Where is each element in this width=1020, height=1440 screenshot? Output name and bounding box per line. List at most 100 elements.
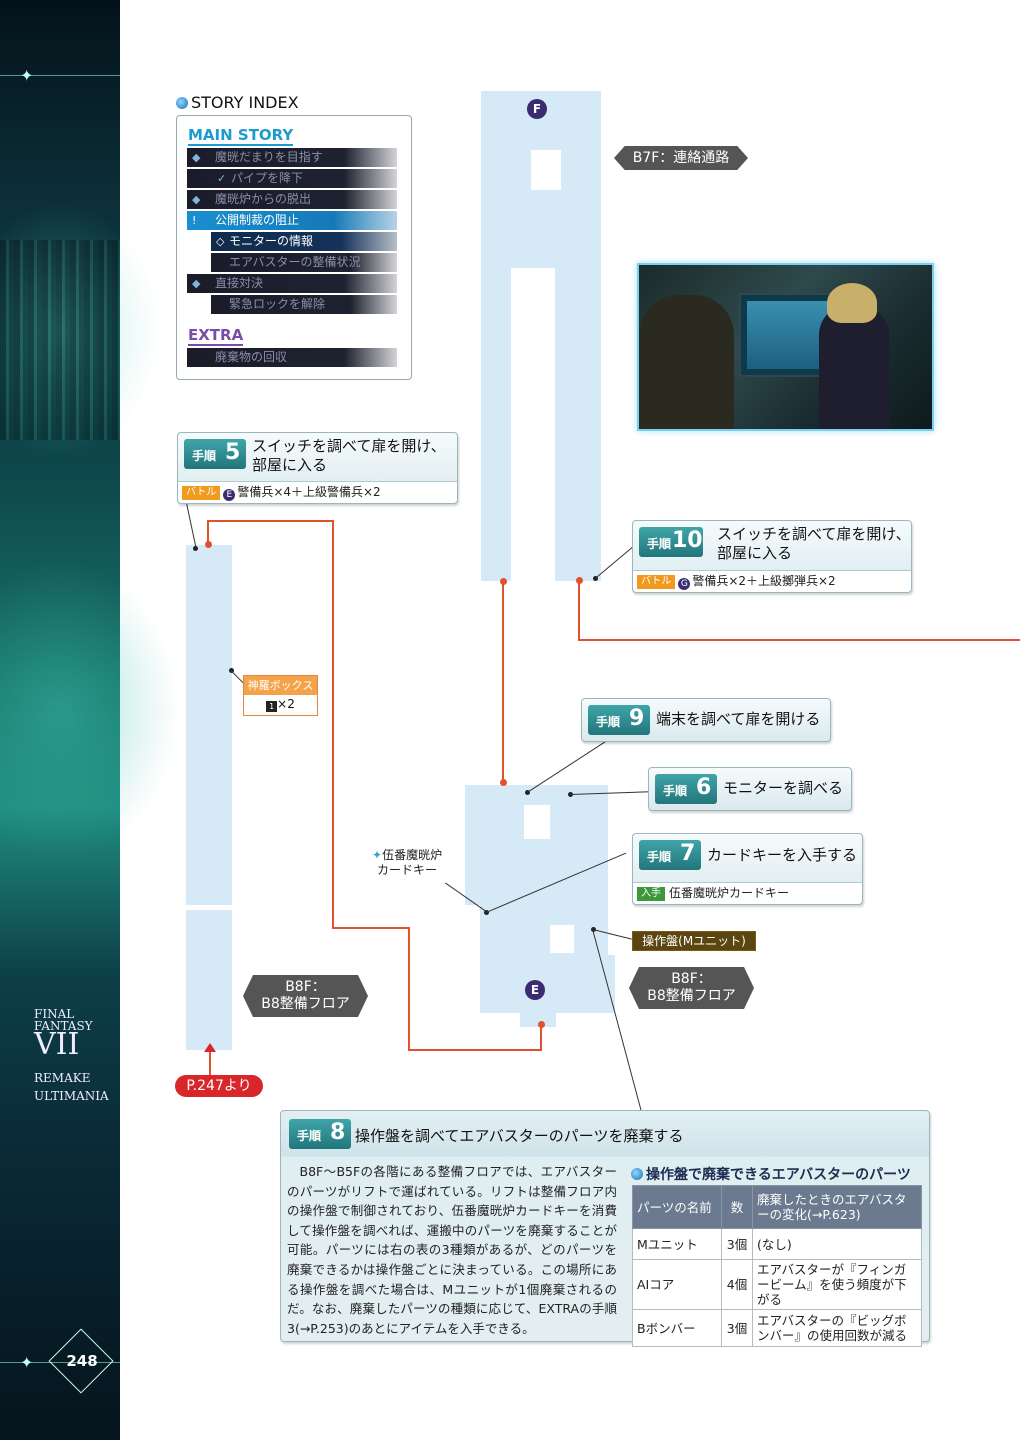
shinra-box-label: 神羅ボックス 1×2 bbox=[243, 675, 318, 716]
sparkle-icon: ✦ bbox=[20, 66, 34, 85]
route-line bbox=[207, 520, 209, 545]
map-room bbox=[480, 905, 608, 955]
step-description: B8F～B5Fの各階にある整備フロアでは、エアバスターのパーツがリフトで運ばれて… bbox=[287, 1164, 617, 1336]
step-title: モニターを調べる bbox=[723, 779, 844, 797]
story-index-heading: STORY INDEX bbox=[176, 93, 299, 112]
enemy-mark-icon: E bbox=[223, 489, 236, 501]
story-item-current-sub: ◇モニターの情報 bbox=[211, 232, 397, 251]
extra-item: 廃棄物の回収 bbox=[187, 348, 397, 367]
route-dot bbox=[205, 541, 212, 548]
route-line bbox=[540, 1025, 542, 1051]
battle-tag: バトル bbox=[182, 486, 221, 500]
main-story-label: MAIN STORY bbox=[188, 126, 294, 146]
map-room bbox=[480, 955, 615, 1013]
game-screenshot bbox=[637, 263, 934, 431]
table-row: Bボンバー 3個 エアバスターの『ビッグボンバー』の使用回数が減る bbox=[632, 1309, 922, 1347]
step-title: 部屋に入る bbox=[252, 456, 328, 474]
diamond-icon: ◆ bbox=[192, 193, 201, 206]
story-item: ◆魔晄炉からの脱出 bbox=[187, 190, 397, 209]
parts-table: パーツの名前 数 廃棄したときのエアバスターの変化(→P.623) Mユニット … bbox=[632, 1185, 922, 1347]
map-pillar bbox=[524, 805, 550, 839]
map-divider bbox=[186, 905, 232, 910]
route-dot bbox=[538, 1021, 545, 1028]
diamond-icon: ◆ bbox=[192, 277, 201, 290]
story-item-current: !公開制裁の阻止 bbox=[187, 211, 397, 230]
logo-line3: REMAKE bbox=[34, 1071, 91, 1085]
story-item: ◆魔晄だまりを目指す bbox=[187, 148, 397, 167]
diamond-icon: ✦ bbox=[372, 848, 383, 862]
table-row: AIコア 4個 エアバスターが『フィンガービーム』を使う頻度が下がる bbox=[632, 1259, 922, 1310]
get-tag: 入手 bbox=[637, 887, 665, 901]
map-room bbox=[555, 268, 601, 581]
step-title: 部屋に入る bbox=[717, 544, 793, 562]
story-index: MAIN STORY ◆魔晄だまりを目指す ✓パイプを降下 ◆魔晄炉からの脱出 … bbox=[176, 115, 412, 380]
page-number: 248 bbox=[66, 1352, 98, 1370]
bullet-icon bbox=[176, 97, 188, 109]
logo-line4: ULTIMANIA bbox=[34, 1089, 109, 1103]
step-title: カードキーを入手する bbox=[707, 846, 858, 864]
marker-e: E bbox=[525, 980, 545, 1000]
floor-tag-b7f: B7F：連絡通路 bbox=[614, 146, 748, 170]
route-line bbox=[578, 580, 580, 640]
route-dot bbox=[576, 577, 583, 584]
character-figure bbox=[819, 305, 889, 429]
floor-tag-b8f: B8F：B8整備フロア bbox=[243, 975, 368, 1017]
battle-tag: バトル bbox=[637, 575, 676, 589]
item-count-icon: 1 bbox=[266, 701, 278, 712]
point-dot bbox=[193, 546, 198, 551]
control-panel-label: 操作盤(Mユニット) bbox=[632, 931, 756, 951]
map-pillar bbox=[550, 925, 574, 953]
item-line: 入手伍番魔晄炉カードキー bbox=[633, 882, 862, 904]
parts-table-title: 操作盤で廃棄できるエアバスターのパーツ bbox=[631, 1164, 911, 1184]
diamond-icon: ◆ bbox=[192, 151, 201, 164]
enemy-mark-icon: G bbox=[678, 578, 691, 590]
route-line bbox=[332, 520, 334, 928]
card-key-label: ✦伍番魔晄炉 カードキー bbox=[372, 848, 443, 877]
route-line bbox=[332, 927, 410, 929]
logo-line2: VII bbox=[34, 1027, 80, 1062]
extra-label: EXTRA bbox=[188, 326, 244, 346]
map-room bbox=[465, 785, 608, 905]
route-line bbox=[209, 1050, 211, 1076]
step-title: スイッチを調べて扉を開け、 bbox=[252, 437, 446, 455]
character-figure bbox=[639, 295, 734, 429]
bullet-icon bbox=[631, 1168, 643, 1180]
story-item: 緊急ロックを解除 bbox=[211, 295, 397, 314]
map-room bbox=[511, 228, 601, 268]
arrow-up-icon bbox=[204, 1043, 216, 1052]
step-title: スイッチを調べて扉を開け、 bbox=[717, 525, 911, 543]
route-line bbox=[578, 639, 1020, 641]
step-title: 端末を調べて扉を開ける bbox=[656, 710, 821, 728]
sparkle-icon: ✦ bbox=[20, 1353, 34, 1372]
map-room bbox=[520, 1013, 556, 1027]
route-dot bbox=[500, 578, 507, 585]
table-header-row: パーツの名前 数 廃棄したときのエアバスターの変化(→P.623) bbox=[632, 1185, 922, 1229]
check-icon: ✓ bbox=[217, 172, 227, 185]
route-line bbox=[502, 582, 504, 782]
logo-line1: FINAL FANTASY bbox=[34, 1007, 93, 1033]
story-item: エアバスターの整備状況 bbox=[211, 253, 397, 272]
route-line bbox=[408, 927, 410, 1050]
cover-art-strip: ✦ ✦ FINAL FANTASY VII REMAKE ULTIMANIA 2… bbox=[0, 0, 180, 1440]
table-row: Mユニット 3個 (なし) bbox=[632, 1228, 922, 1260]
floor-tag-b8f: B8F：B8整備フロア bbox=[629, 967, 754, 1009]
exclamation-icon: ! bbox=[192, 214, 197, 227]
map-room bbox=[481, 136, 511, 581]
map-room bbox=[186, 545, 232, 1050]
route-dot bbox=[500, 779, 507, 786]
map-room bbox=[503, 268, 511, 276]
page-reference-badge: P.247より bbox=[175, 1075, 263, 1097]
